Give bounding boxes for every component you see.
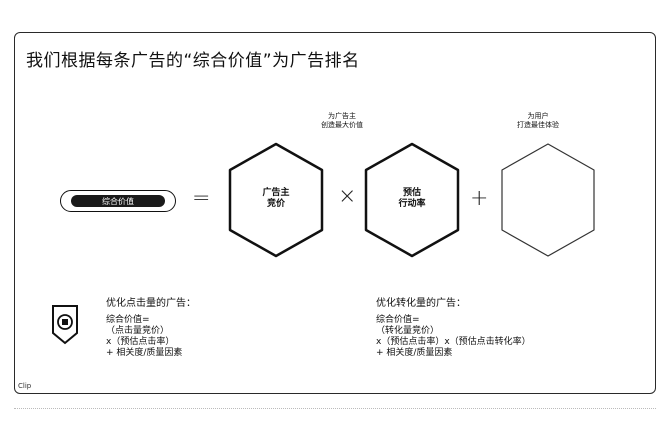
rate-label-line-2: 行动率 bbox=[398, 199, 426, 209]
user-note-line-2: 打造最佳体验 bbox=[517, 121, 559, 129]
conversion-section-heading: 优化转化量的广告： bbox=[376, 298, 466, 309]
conversion-optimization-section: 优化转化量的广告： 综合价值= （转化量竞价） x（预估点击率）x（预估点击转化… bbox=[376, 298, 531, 359]
advertiser-note: 为广告主 创造最大价值 bbox=[302, 112, 382, 130]
advertiser-note-line-2: 创造最大价值 bbox=[321, 121, 363, 129]
user-note: 为用户 打造最佳体验 bbox=[498, 112, 578, 130]
times-sign: × bbox=[338, 184, 357, 209]
click-section-heading: 优化点击量的广告： bbox=[106, 298, 196, 309]
user-note-line-1: 为用户 bbox=[527, 112, 549, 120]
click-line-2: （点击量竞价） bbox=[106, 326, 170, 336]
equals-sign: = bbox=[192, 186, 211, 211]
bid-label-line-1: 广告主 bbox=[262, 188, 290, 198]
rate-hexagon bbox=[364, 142, 460, 258]
rate-label-line-1: 预估 bbox=[402, 188, 421, 198]
click-line-3: x（预估点击率） bbox=[106, 337, 175, 347]
quality-hexagon bbox=[501, 143, 595, 257]
conversion-line-3: x（预估点击率）x（预估点击转化率） bbox=[376, 337, 531, 347]
advertiser-note-line-1: 为广告主 bbox=[328, 112, 356, 120]
click-line-4: + 相关度/质量因素 bbox=[106, 348, 183, 358]
conversion-line-1: 综合价值= bbox=[376, 315, 420, 325]
page-title: 我们根据每条广告的“综合价值”为广告排名 bbox=[26, 51, 360, 71]
click-optimization-section: 优化点击量的广告： 综合价值= （点击量竞价） x（预估点击率） + 相关度/质… bbox=[106, 298, 196, 359]
badge-icon bbox=[52, 305, 78, 345]
total-value-pill: 综合价值 bbox=[60, 190, 176, 212]
bid-hexagon bbox=[228, 142, 324, 258]
bid-label-line-2: 竞价 bbox=[266, 199, 285, 209]
plus-sign: + bbox=[470, 186, 489, 211]
click-line-1: 综合价值= bbox=[106, 315, 150, 325]
rate-hexagon-label: 预估 行动率 bbox=[382, 188, 442, 210]
bottom-divider bbox=[14, 408, 656, 409]
conversion-line-2: （转化量竞价） bbox=[376, 326, 440, 336]
total-value-label: 综合价值 bbox=[71, 195, 165, 207]
conversion-line-4: + 相关度/质量因素 bbox=[376, 348, 453, 358]
footer-label: Clip bbox=[18, 382, 32, 390]
bid-hexagon-label: 广告主 竞价 bbox=[246, 188, 306, 210]
